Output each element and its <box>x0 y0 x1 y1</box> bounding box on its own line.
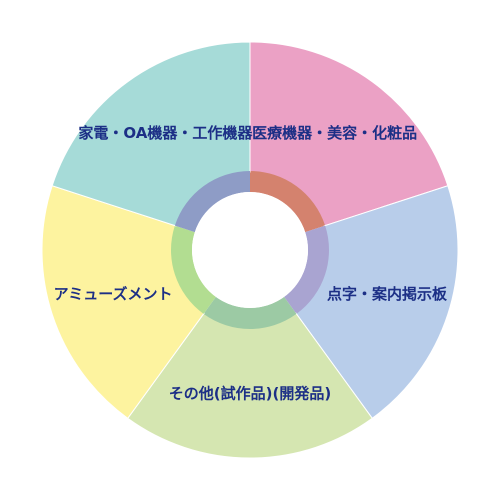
slice-label-3: その他(試作品)(開発品) <box>169 385 331 403</box>
inner-ring-segment-1 <box>250 171 326 233</box>
inner-ring-segment-4 <box>171 225 216 314</box>
slice-label-4: アミューズメント <box>54 285 173 303</box>
slice-label-5: 家電・OA機器・工作機器 <box>78 124 253 142</box>
inner-ring-segment-2 <box>284 225 329 314</box>
slice-label-1: 医療機器・美容・化粧品 <box>252 124 417 142</box>
donut-center <box>192 192 308 308</box>
slice-label-2: 点字・案内掲示板 <box>327 285 448 303</box>
inner-ring-segment-5 <box>174 171 250 233</box>
inner-ring-segment-3 <box>203 296 297 329</box>
